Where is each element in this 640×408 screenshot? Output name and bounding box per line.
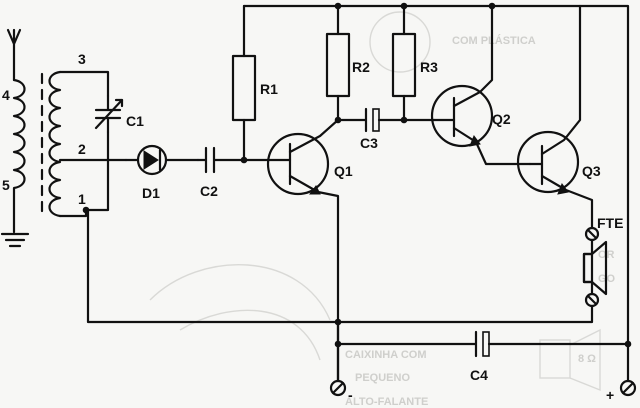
antenna [6, 28, 22, 82]
terminal-negative: - [329, 342, 353, 403]
q3-label: Q3 [582, 163, 601, 179]
capacitor-c2: C2 [196, 146, 270, 199]
minus-label: - [348, 387, 353, 403]
transistor-q1: Q1 [266, 118, 353, 382]
speaker-fte: FTE [86, 208, 623, 324]
coil-pin-4-label: 4 [2, 87, 10, 103]
transistor-q3: Q3 [516, 4, 601, 230]
plus-label: + [606, 387, 614, 403]
d1-label: D1 [142, 185, 160, 201]
r3-label: R3 [420, 59, 438, 75]
c3-label: C3 [360, 135, 378, 151]
q2-label: Q2 [492, 111, 511, 127]
negative-rail: C4 [334, 318, 632, 383]
c2-label: C2 [200, 183, 218, 199]
fte-label: FTE [597, 215, 623, 231]
r2-label: R2 [352, 59, 370, 75]
r1-label: R1 [260, 81, 278, 97]
capacitor-c3: C3 [336, 107, 436, 151]
tuning-coil: 3 2 1 [48, 51, 128, 218]
tap-1-label: 1 [78, 191, 86, 207]
resistor-r2: R2 [325, 4, 370, 124]
resistor-r1: R1 [231, 4, 278, 164]
c1-label: C1 [126, 113, 144, 129]
ghost-text-3: PEQUENO [355, 372, 410, 384]
resistor-r3: R3 [391, 4, 438, 124]
tap-3-label: 3 [78, 51, 86, 67]
c4-label: C4 [470, 367, 488, 383]
terminal-positive: + [606, 379, 637, 403]
ground-symbol [0, 232, 30, 248]
background-ghost: COM PLÁSTICA CAIXINHA COM PEQUENO ALTO-F… [149, 11, 616, 408]
ghost-text-2: CAIXINHA COM [345, 349, 426, 361]
ghost-text-5: 8 Ω [578, 353, 596, 365]
ghost-text-4: ALTO-FALANTE [345, 396, 428, 408]
transistor-q2: Q2 [430, 4, 532, 166]
coil-pin-5-label: 5 [2, 177, 10, 193]
tap-2-label: 2 [78, 141, 86, 157]
q1-label: Q1 [334, 163, 353, 179]
antenna-coil: 4 5 [2, 78, 26, 234]
ghost-text-1: COM PLÁSTICA [452, 34, 536, 47]
diode-d1: D1 [124, 144, 200, 201]
capacitor-c1: C1 [94, 94, 144, 134]
